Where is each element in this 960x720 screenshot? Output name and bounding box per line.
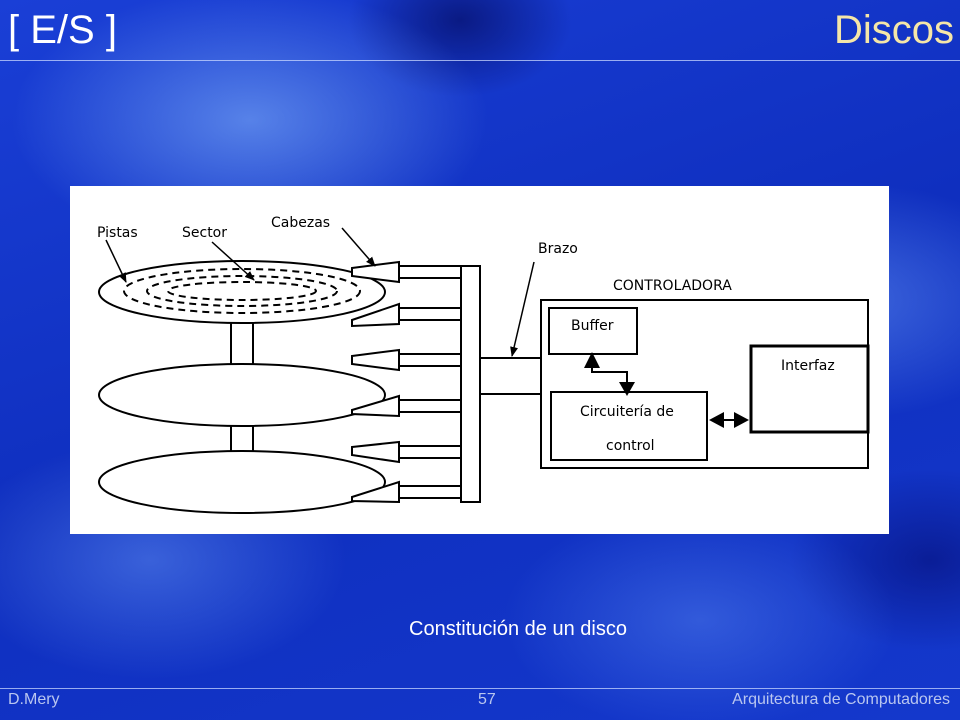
header-divider bbox=[0, 60, 960, 61]
label-circuitry-line2: control bbox=[606, 438, 655, 454]
tracks-pointer-arrow bbox=[105, 239, 127, 283]
platter-middle bbox=[98, 363, 386, 427]
sector-pointer-arrow bbox=[211, 241, 255, 281]
circuitry-box bbox=[550, 391, 708, 461]
track-middle bbox=[146, 275, 338, 307]
interface-box bbox=[749, 344, 870, 434]
buffer-circuitry-arrow bbox=[584, 352, 635, 396]
disk-diagram: Pistas Sector Cabezas Brazo CONTROLADORA… bbox=[70, 186, 889, 534]
label-circuitry-line1: Circuitería de bbox=[580, 404, 674, 420]
label-tracks: Pistas bbox=[97, 225, 138, 241]
disk-diagram-svg: Pistas Sector Cabezas Brazo CONTROLADORA… bbox=[97, 215, 870, 514]
figure-caption-text: Constitución de un disco bbox=[409, 618, 627, 640]
label-heads: Cabezas bbox=[271, 215, 330, 231]
circuitry-interface-arrow bbox=[709, 412, 749, 428]
label-sector: Sector bbox=[182, 225, 227, 241]
buffer-box bbox=[548, 307, 638, 355]
footer-divider bbox=[0, 688, 960, 689]
footer-course: Arquitectura de Computadores bbox=[732, 691, 950, 708]
label-arm: Brazo bbox=[538, 241, 578, 257]
heads-pointer-arrow bbox=[341, 227, 376, 267]
section-title: [ E/S ] bbox=[8, 8, 117, 52]
label-controller: CONTROLADORA bbox=[613, 278, 732, 294]
track-inner bbox=[167, 281, 317, 301]
footer-author: D.Mery bbox=[8, 691, 60, 708]
arm-pointer-arrow bbox=[510, 261, 535, 357]
label-interface: Interfaz bbox=[781, 358, 835, 374]
label-buffer: Buffer bbox=[571, 318, 614, 334]
figure-caption: Constitución de un disco bbox=[0, 618, 960, 641]
track-outer bbox=[123, 268, 361, 314]
footer-page-number: 57 bbox=[478, 691, 496, 708]
actuator-arms bbox=[398, 265, 542, 503]
read-write-heads bbox=[351, 260, 400, 504]
platter-bottom bbox=[98, 450, 386, 514]
slide-title: Discos bbox=[833, 8, 954, 52]
